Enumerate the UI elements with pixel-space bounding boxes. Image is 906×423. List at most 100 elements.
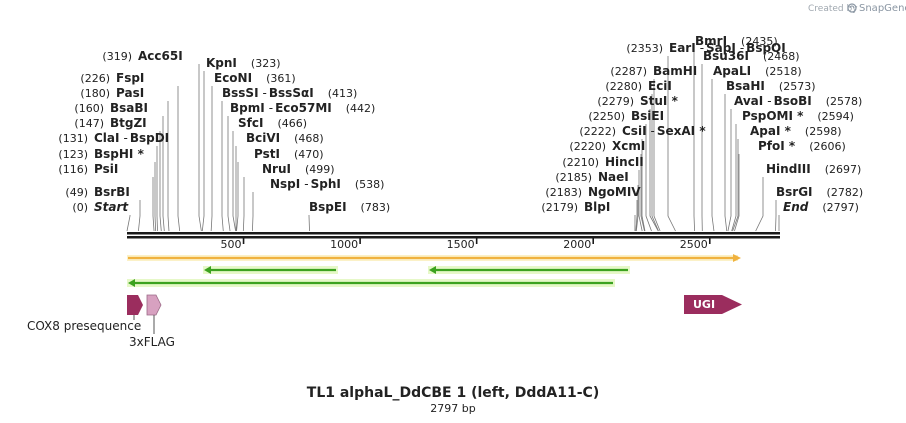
green-primer-2[interactable] [428, 266, 630, 274]
cut-site-bsrbi[interactable]: (49)BsrBI [65, 185, 129, 199]
cut-site-bmri[interactable]: BmrI(2435) [695, 34, 778, 48]
cut-site-bcivi[interactable]: BciVI(468) [246, 131, 324, 145]
cut-site-bsahi[interactable]: BsaHI(2573) [726, 79, 815, 93]
green-primer-3[interactable] [127, 279, 615, 287]
enzyme-name: BsaHI [726, 79, 765, 93]
cut-site-nspi[interactable]: NspI - SphI(538) [270, 177, 384, 191]
cut-site-line-xcmi [640, 154, 645, 232]
name-separator: - [263, 86, 267, 100]
enzyme-name: NspI [270, 177, 300, 191]
enzyme-name: SfcI [238, 116, 263, 130]
cut-site-position: (2797) [822, 201, 859, 214]
feature-cox8-presequence[interactable]: COX8 presequence [27, 295, 143, 333]
enzyme-name: SexAI * [657, 124, 706, 138]
enzyme-name: BssSI [222, 86, 259, 100]
enzyme-name: PfoI * [758, 139, 796, 153]
cut-site-csii[interactable]: (2222)CsiI - SexAI * [579, 124, 706, 138]
cut-site-line-avai [727, 109, 732, 232]
cut-site-line-bsrbi [138, 200, 141, 232]
cut-site-labels: (0)Start(49)BsrBI(116)PsiI(123)BspHI *(1… [58, 34, 863, 214]
cut-site-start[interactable]: (0)Start [72, 200, 129, 214]
cut-site-psii[interactable]: (116)PsiI [58, 162, 118, 176]
enzyme-name: CsiI [622, 124, 647, 138]
cut-site-blpi[interactable]: (2179)BlpI [541, 200, 610, 214]
cut-site-line-fspi [177, 86, 181, 232]
cut-site-econi[interactable]: EcoNI(361) [214, 71, 296, 85]
cut-site-bsrgi[interactable]: BsrGI(2782) [776, 185, 863, 199]
cut-site-apai[interactable]: ApaI *(2598) [750, 124, 841, 138]
cut-site-line-hincii [638, 170, 643, 232]
name-separator: - [651, 124, 655, 138]
cut-site-xcmi[interactable]: (2220)XcmI [569, 139, 645, 153]
map-length: 2797 bp [430, 402, 475, 415]
enzyme-name: HincII [605, 155, 644, 169]
cut-site-btgzi[interactable]: (147)BtgZI [74, 116, 146, 130]
enzyme-name: BmrI [695, 34, 727, 48]
orange-range-bar[interactable] [127, 254, 741, 262]
cut-site-psti[interactable]: PstI(470) [254, 147, 324, 161]
cut-site-bamhi[interactable]: (2287)BamHI [610, 64, 697, 78]
cut-site-line-bsiei [645, 124, 652, 232]
cut-site-line-csii [641, 139, 646, 232]
cut-site-avai[interactable]: AvaI - BsoBI(2578) [734, 94, 862, 108]
cut-site-bsphi[interactable]: (123)BspHI * [58, 147, 144, 161]
cut-site-hindiii[interactable]: HindIII(2697) [766, 162, 861, 176]
cut-site-position: (2287) [610, 65, 647, 78]
enzyme-name: BciVI [246, 131, 280, 145]
cut-site-acc65i[interactable]: (319)Acc65I [102, 49, 182, 63]
cut-site-line-nspi [252, 192, 254, 232]
cut-site-kpni[interactable]: KpnI(323) [206, 56, 281, 70]
cut-site-clai[interactable]: (131)ClaI - BspDI [58, 131, 169, 145]
cut-site-apali[interactable]: ApaLI(2518) [713, 64, 802, 78]
cut-site-sfci[interactable]: SfcI(466) [238, 116, 307, 130]
cut-site-ngomiv[interactable]: (2183)NgoMIV [545, 185, 641, 199]
cut-site-end[interactable]: End(2797) [783, 200, 859, 214]
cut-site-position: (361) [266, 72, 296, 85]
cut-site-bsu36i[interactable]: Bsu36I(2468) [703, 49, 800, 63]
cut-site-stui[interactable]: (2279)StuI * [597, 94, 678, 108]
cut-site-line-psti [236, 162, 239, 232]
cut-site-nrui[interactable]: NruI(499) [262, 162, 335, 176]
cut-site-lines [126, 49, 780, 232]
cut-site-position: (49) [65, 186, 88, 199]
cut-site-line-clai [156, 146, 158, 232]
enzyme-name: BtgZI [110, 116, 147, 130]
name-separator: - [700, 41, 704, 55]
cut-site-eari[interactable]: (2353)EarI - SapI - BspQI [626, 41, 785, 55]
cut-site-hincii[interactable]: (2210)HincII [562, 155, 643, 169]
cut-site-pasi[interactable]: (180)PasI [80, 86, 144, 100]
feature-ugi[interactable]: UGI [684, 295, 742, 314]
cut-site-position: (499) [305, 163, 335, 176]
cut-site-line-bamhi [653, 79, 661, 232]
credit-brand: SnapGene [859, 3, 906, 14]
cut-site-bsiei[interactable]: (2250)BsiEI [588, 109, 664, 123]
cut-site-bspei[interactable]: BspEI(783) [309, 200, 390, 214]
enzyme-name: ApaLI [713, 64, 751, 78]
cut-site-bsssi[interactable]: BssSI - BssSαI(413) [222, 86, 357, 100]
feature-label-ugi: UGI [693, 298, 715, 311]
cut-site-bpmi[interactable]: BpmI - Eco57MI(442) [230, 101, 375, 115]
cut-site-ecii[interactable]: (2280)EciI [605, 79, 671, 93]
cut-site-position: (116) [58, 163, 88, 176]
cut-site-position: (180) [80, 87, 110, 100]
cut-site-line-bsabi [162, 116, 165, 232]
enzyme-name: BpmI [230, 101, 265, 115]
feature-label-cox8: COX8 presequence [27, 319, 141, 333]
cut-site-position: (2697) [825, 163, 862, 176]
cut-site-fspi[interactable]: (226)FspI [80, 71, 144, 85]
cut-site-pfoi[interactable]: PfoI *(2606) [758, 139, 846, 153]
cut-site-bsabi[interactable]: (160)BsaBI [74, 101, 148, 115]
cut-site-line-hindiii [755, 177, 764, 232]
cut-site-naei[interactable]: (2185)NaeI [555, 170, 628, 184]
cut-site-line-bsahi [724, 94, 728, 232]
cut-site-line-bspei [308, 215, 310, 232]
enzyme-name: AvaI [734, 94, 763, 108]
feature-3xflag[interactable]: 3xFLAG [129, 294, 175, 349]
cut-site-position: (123) [58, 148, 88, 161]
enzyme-name: SapI [706, 41, 736, 55]
green-primer-1[interactable] [203, 266, 338, 274]
cut-site-line-bmri [693, 49, 696, 232]
cut-site-pspomi[interactable]: PspOMI *(2594) [742, 109, 854, 123]
cut-site-position: (2250) [588, 110, 625, 123]
cut-site-position: (2183) [545, 186, 582, 199]
